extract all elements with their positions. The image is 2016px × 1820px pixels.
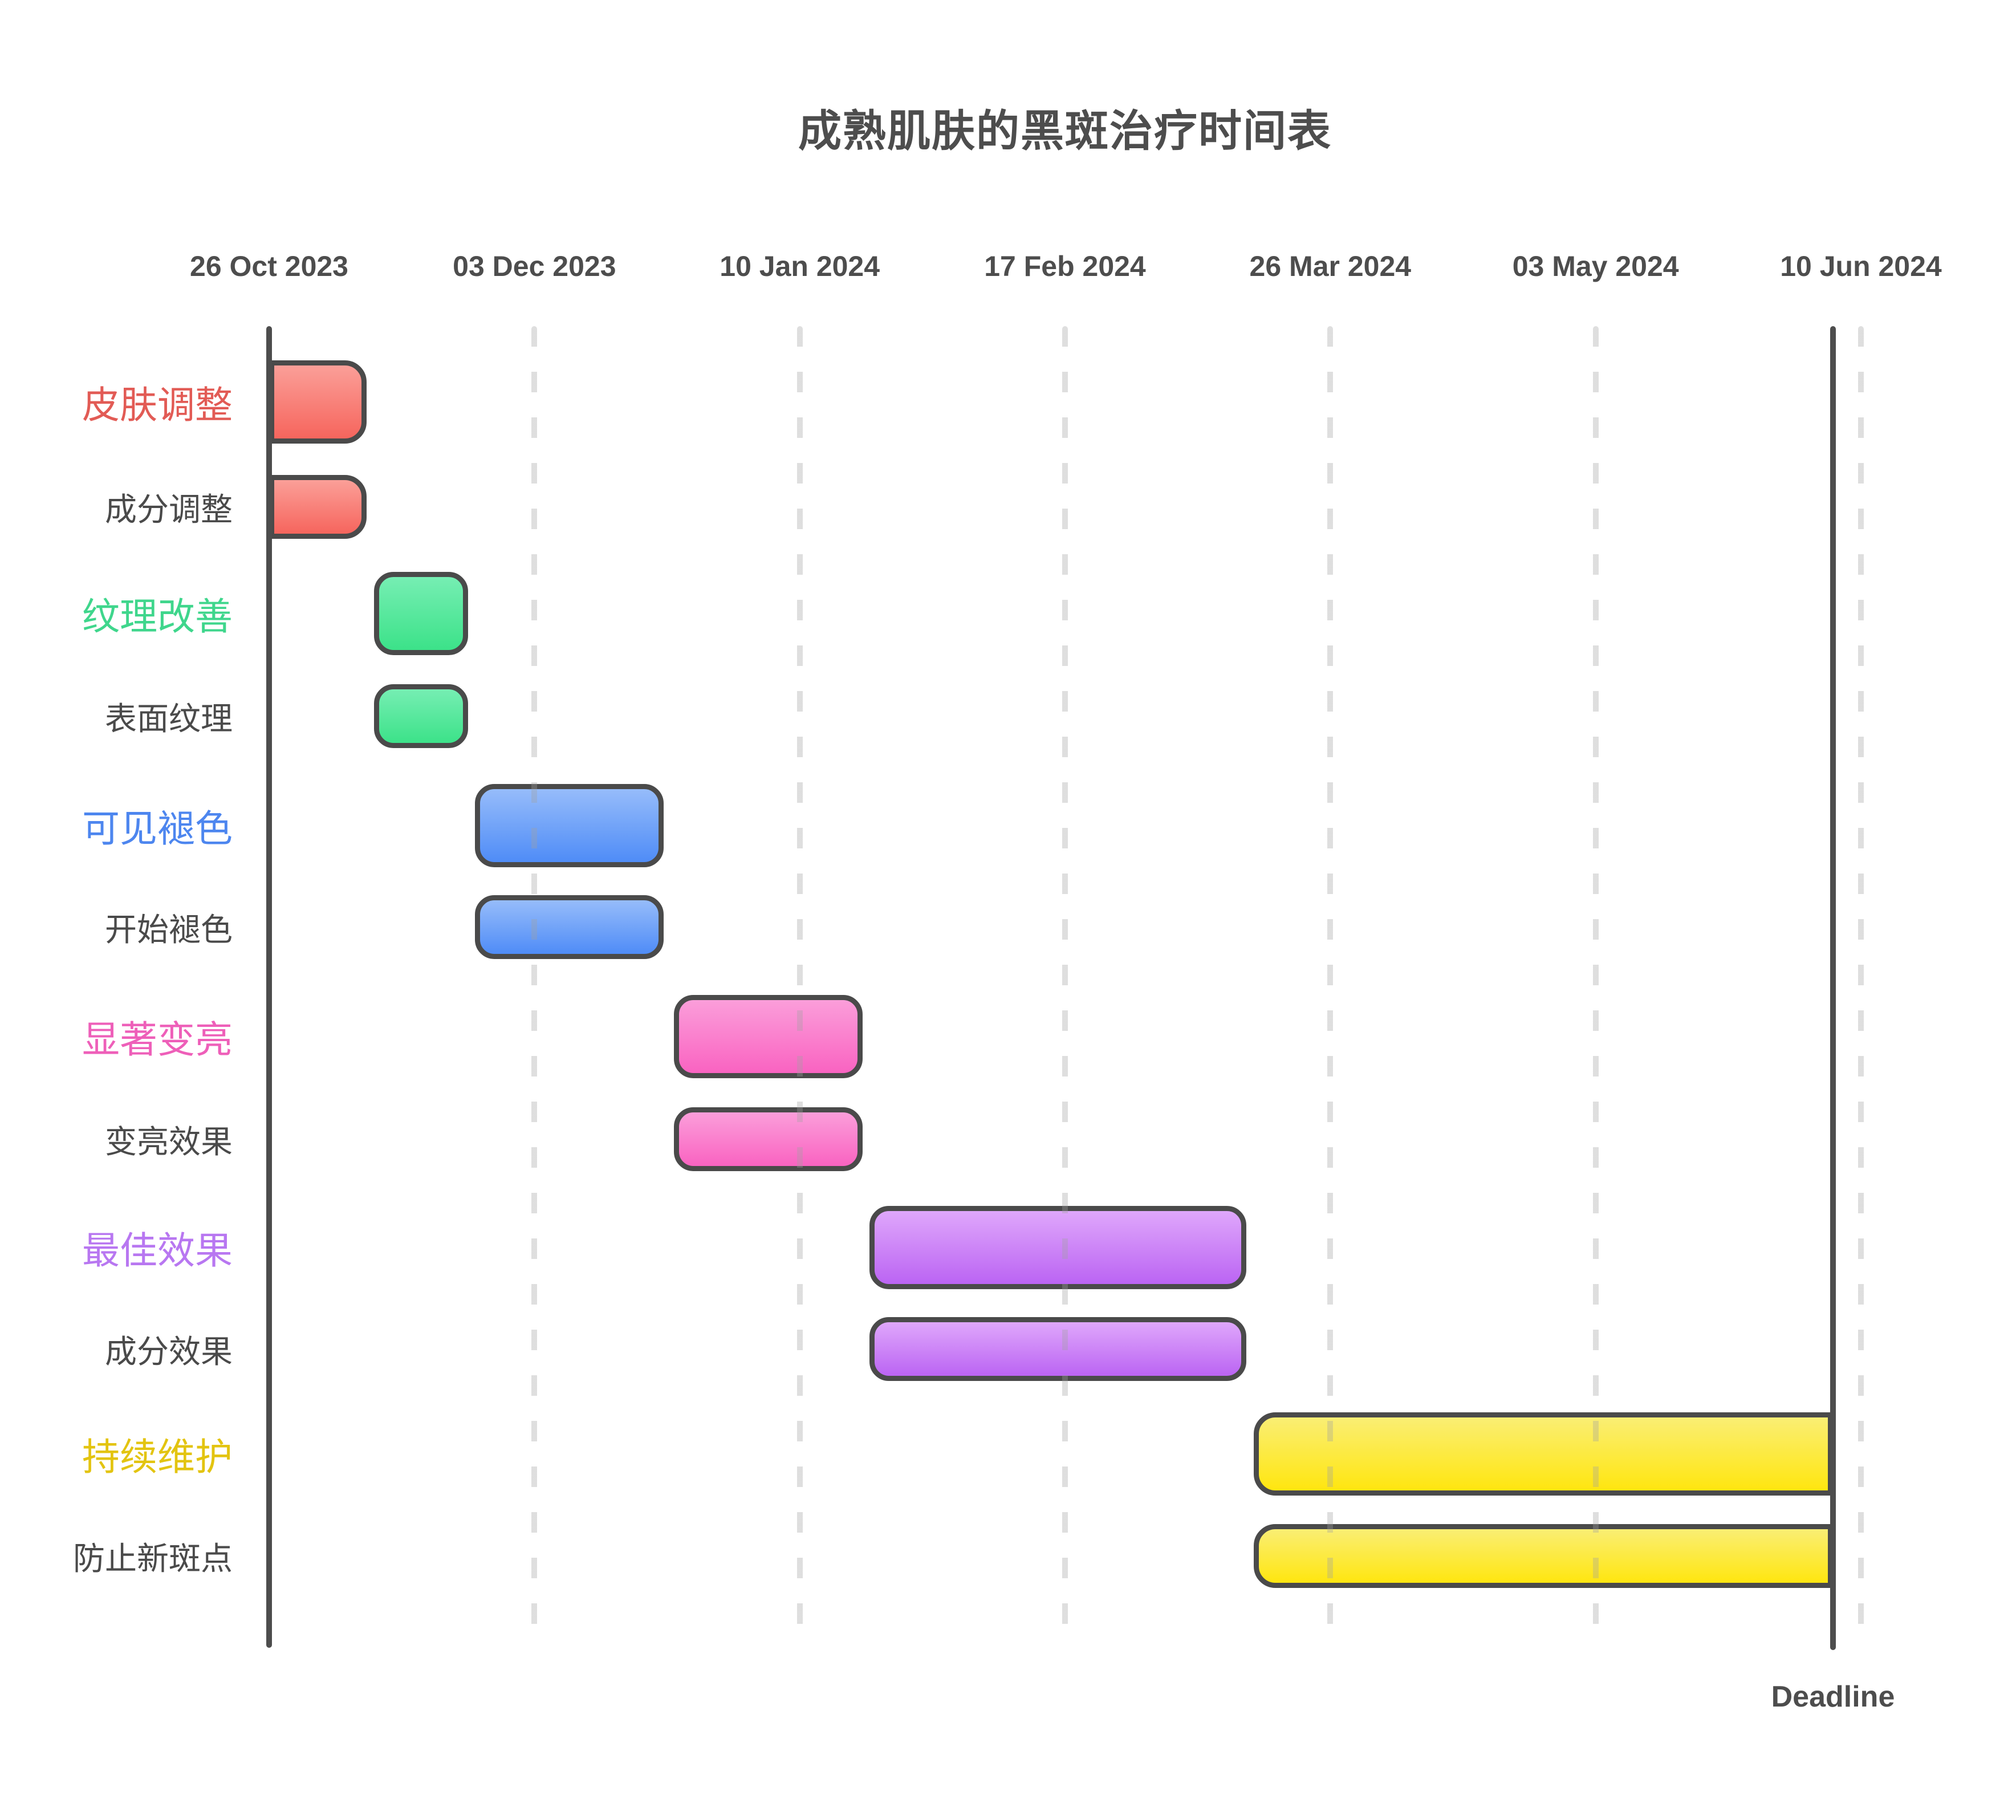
task-bar	[1253, 1524, 1833, 1588]
section-label: 最佳效果	[82, 1229, 233, 1271]
task-label: 变亮效果	[105, 1123, 233, 1160]
section-label: 显著变亮	[82, 1018, 233, 1061]
task-label: 成分调整	[105, 491, 233, 527]
date-axis-label: 26 Mar 2024	[1249, 250, 1412, 282]
section-label: 皮肤调整	[82, 384, 233, 426]
date-axis-label: 03 May 2024	[1512, 250, 1679, 282]
deadline-label: Deadline	[1771, 1680, 1895, 1713]
date-axis-label: 26 Oct 2023	[190, 250, 348, 282]
date-axis-label: 10 Jan 2024	[720, 250, 880, 282]
section-bar	[269, 360, 367, 444]
deadline-line	[1830, 326, 1836, 1650]
chart-title: 成熟肌肤的黑斑治疗时间表	[798, 107, 1332, 156]
axis-line	[266, 326, 272, 1648]
task-label: 成分效果	[105, 1333, 233, 1370]
section-bar	[373, 572, 468, 655]
task-bar	[869, 1317, 1247, 1381]
date-axis-label: 17 Feb 2024	[984, 250, 1146, 282]
task-label: 防止新斑点	[73, 1540, 233, 1577]
grid-line	[796, 326, 803, 1648]
section-label: 持续维护	[82, 1436, 233, 1478]
task-bar	[269, 475, 367, 539]
section-bar	[869, 1206, 1247, 1289]
task-bar	[674, 1107, 863, 1171]
grid-line	[1062, 326, 1068, 1648]
section-bar	[1253, 1412, 1833, 1496]
grid-line	[1327, 326, 1334, 1648]
task-bar	[475, 895, 664, 959]
date-axis-label: 03 Dec 2023	[453, 250, 616, 282]
grid-line	[1592, 326, 1599, 1648]
grid-line	[531, 326, 538, 1648]
task-bar	[373, 684, 468, 748]
grid-line	[1858, 326, 1864, 1648]
task-label: 表面纹理	[105, 700, 233, 737]
date-axis-label: 10 Jun 2024	[1780, 250, 1942, 282]
section-bar	[475, 784, 664, 867]
section-bar	[674, 995, 863, 1078]
task-label: 开始褪色	[105, 911, 233, 948]
section-label: 纹理改善	[82, 595, 233, 637]
section-label: 可见褪色	[82, 807, 233, 850]
